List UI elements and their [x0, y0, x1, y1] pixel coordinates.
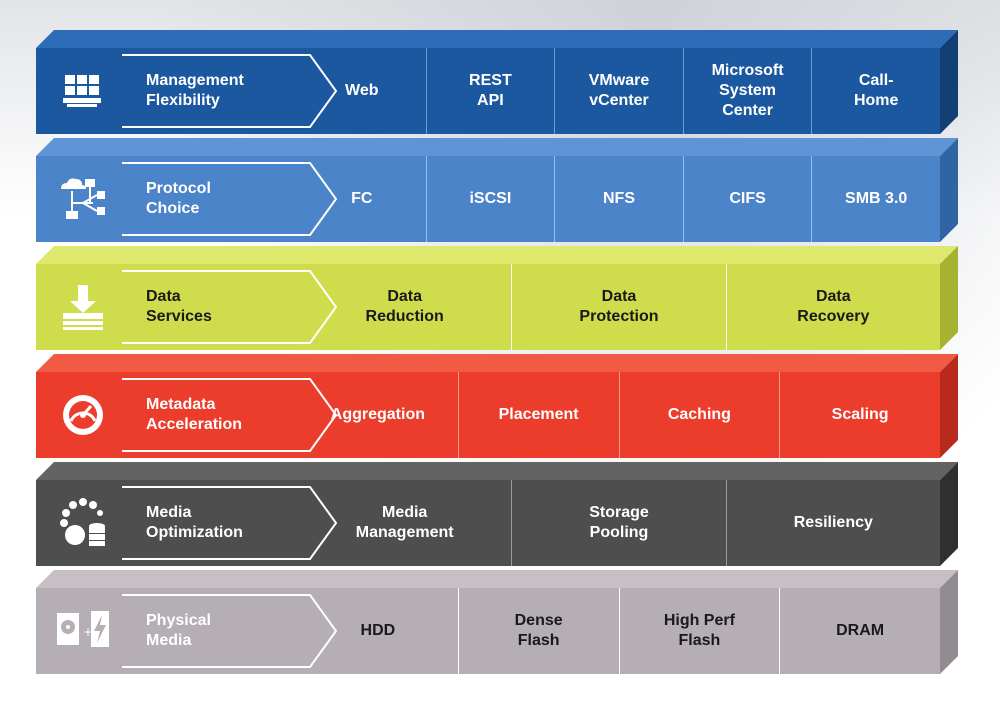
layer-cell: DRAM [779, 588, 940, 674]
layer-label: Metadata Acceleration [146, 396, 243, 433]
layer-label-tab: Media Optimization [122, 486, 338, 560]
layer-side-face [940, 138, 958, 242]
layer-cell: Media Management [355, 504, 454, 541]
layer-cell: Data Protection [511, 264, 725, 350]
layer-label-tab: Data Services [122, 270, 338, 344]
layer-label-tab: Protocol Choice [122, 162, 338, 236]
layer-label-tab: Metadata Acceleration [122, 378, 338, 452]
layer-label-tab: Management Flexibility [122, 54, 338, 128]
layer-cell: SMB 3.0 [811, 156, 940, 242]
layer-metadata: Metadata Acceleration Aggregation Placemen… [36, 354, 958, 458]
layer-cell: VMware vCenter [554, 48, 683, 134]
layer-cell: Data Reduction [365, 288, 444, 325]
database-dots-icon [44, 488, 122, 558]
layer-label: Protocol Choice [146, 180, 211, 217]
speedometer-icon [44, 380, 122, 450]
layer-data-services: Data Services Data Reduction Data Protecti… [36, 246, 958, 350]
layer-cell: Microsoft System Center [682, 48, 812, 134]
layer-side-face [940, 30, 958, 134]
layer-cell: Scaling [779, 372, 940, 458]
layer-front-face: Data Services Data Reduction Data Protecti… [36, 264, 940, 350]
layer-label: Management Flexibility [146, 72, 244, 109]
disk-flash-icon: + [44, 596, 122, 666]
layer-front-face: Media Optimization Media Management Storag… [36, 480, 940, 566]
layer-cell: NFS [554, 156, 683, 242]
layer-cell: HDD [360, 622, 396, 639]
layer-top-face [36, 30, 958, 48]
layer-cell: Web [345, 82, 379, 99]
layer-front-face: Metadata Acceleration Aggregation Placemen… [36, 372, 940, 458]
network-diagram-icon [44, 164, 122, 234]
layer-cell: Placement [457, 372, 619, 458]
layer-side-face [940, 462, 958, 566]
layer-label-tab: Physical Media [122, 594, 338, 668]
grid-layers-icon [44, 56, 122, 126]
layer-label: Data Services [146, 288, 212, 325]
layer-cell: REST API [425, 48, 555, 134]
layer-media-optimization: Media Optimization Media Management Storag… [36, 462, 958, 566]
layer-side-face [940, 246, 958, 350]
layer-label: Physical Media [146, 612, 211, 649]
svg-text:+: + [83, 625, 93, 639]
download-tray-icon [44, 272, 122, 342]
layer-top-face [36, 570, 958, 588]
layer-cell: iSCSI [425, 156, 555, 242]
layer-cell: Caching [618, 372, 780, 458]
layer-cell: FC [351, 190, 373, 207]
layer-top-face [36, 138, 958, 156]
layer-top-face [36, 246, 958, 264]
layer-cell: Aggregation [330, 406, 425, 423]
layer-cell: Resiliency [725, 480, 940, 566]
layer-cell: CIFS [682, 156, 812, 242]
layer-side-face [940, 354, 958, 458]
layer-cell: Call- Home [811, 48, 940, 134]
layer-side-face [940, 570, 958, 674]
layer-cell: Dense Flash [457, 588, 619, 674]
layer-top-face [36, 354, 958, 372]
layer-cell: Data Recovery [725, 264, 940, 350]
layer-cell: High Perf Flash [618, 588, 780, 674]
layer-top-face [36, 462, 958, 480]
layer-cell: Storage Pooling [511, 480, 725, 566]
layer-label: Media Optimization [146, 504, 243, 541]
